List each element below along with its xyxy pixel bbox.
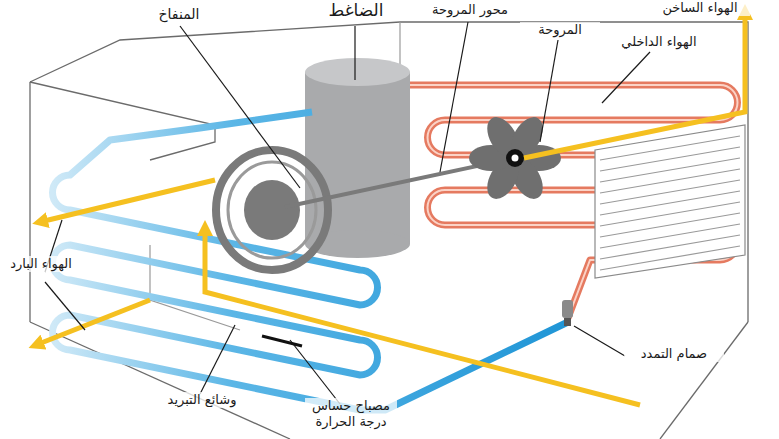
- leader-line: [45, 282, 85, 330]
- leader-line: [602, 52, 650, 103]
- expansion-valve-body: [564, 318, 571, 326]
- grille-slat: [600, 235, 740, 259]
- compressor-body: [305, 72, 410, 244]
- cabinet-edge: [660, 322, 748, 439]
- cabinet-edge: [29, 82, 30, 322]
- sensor-bulb: [262, 336, 302, 346]
- part-label: الهواء الداخلي: [604, 34, 714, 50]
- leader-line: [574, 326, 625, 356]
- leader-line: [540, 40, 558, 142]
- grille-slat: [600, 169, 740, 193]
- front-panel-edge: [30, 82, 215, 160]
- grille-slat: [600, 147, 740, 171]
- compressor-top: [305, 58, 410, 86]
- grille-slat: [600, 191, 740, 215]
- leader-line: [180, 26, 300, 188]
- cold-air-arrow: [36, 300, 150, 345]
- part-label: الهواء الساخن: [650, 0, 750, 16]
- cabinet-edge: [30, 322, 290, 439]
- grille-slat: [600, 213, 740, 237]
- part-label: الضاغط: [318, 0, 394, 21]
- grille-slat: [600, 224, 740, 248]
- leader-line: [354, 26, 355, 80]
- blower-wheel-inner: [228, 162, 316, 258]
- part-label: المروحة: [520, 22, 600, 38]
- blower-wheel: [216, 150, 328, 270]
- grille-slat: [600, 180, 740, 204]
- fan-hub: [506, 149, 524, 167]
- return-air-arrow: [205, 228, 640, 405]
- part-label: وشائع التبريد: [150, 392, 254, 408]
- part-label: الهواء البارد: [0, 256, 82, 272]
- grille-slat: [600, 158, 740, 182]
- blower-housing-edge: [150, 245, 240, 330]
- fan-hub-center: [512, 155, 519, 162]
- part-label: صمام التمدد: [624, 346, 724, 362]
- part-label: المنفاخ: [142, 6, 216, 24]
- expansion-valve: [562, 300, 573, 318]
- exhaust-grille: [595, 125, 745, 278]
- leader-line: [440, 22, 468, 172]
- grille-slat: [600, 202, 740, 226]
- cold-air-arrow: [40, 180, 215, 222]
- leader-line: [200, 325, 235, 394]
- part-label: مصباح حساس درجة الحرارة: [305, 398, 397, 431]
- cabinet-outline: [30, 22, 748, 322]
- blower-hub: [244, 180, 300, 240]
- leader-line: [290, 340, 340, 404]
- part-label: محور المروحة: [420, 2, 520, 18]
- grille-slat: [600, 246, 740, 270]
